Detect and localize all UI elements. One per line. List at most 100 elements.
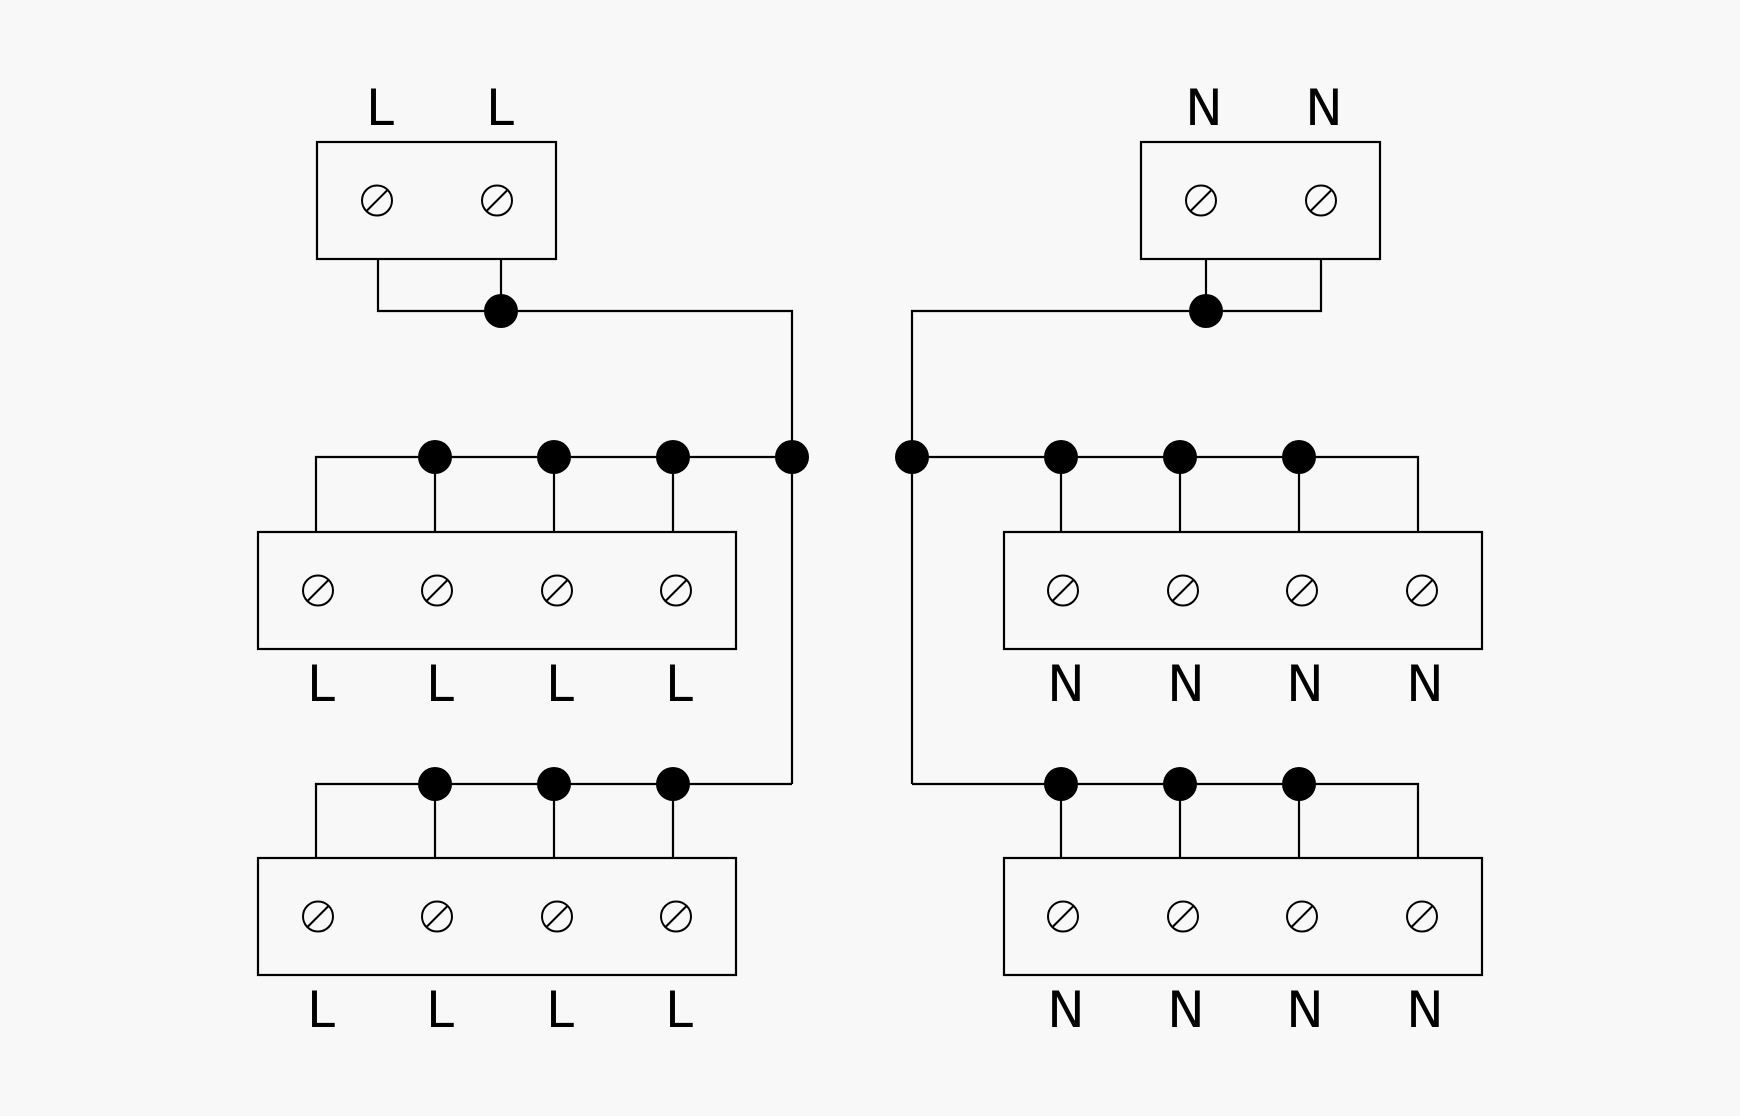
terminal-screw-icon [1047,900,1079,933]
terminal-label: L [307,655,335,713]
line-junction [537,767,571,801]
line-supply-terminal-block [315,140,558,261]
screw-head [302,574,334,607]
line-junction [418,440,452,474]
line-junction [537,440,571,474]
terminal-label: L [486,79,514,137]
terminal-label: N [1167,655,1204,713]
screw-slot [1052,579,1074,602]
terminal-label: N [1305,79,1342,137]
screw-slot [1411,579,1433,602]
terminal-label: L [366,79,394,137]
screw-slot [665,579,687,602]
screw-slot [1291,905,1313,928]
screw-head [481,184,513,217]
terminal-screw-icon [361,184,393,217]
terminal-label: N [1047,655,1084,713]
neutral-distribution-block-2 [1002,856,1484,977]
screw-head [660,900,692,933]
line-main-wire [376,259,794,784]
neutral-junction [1044,440,1078,474]
terminal-screw-icon [1185,184,1217,217]
terminal-screw-icon [1406,574,1438,607]
terminal-screw-icon [1286,900,1318,933]
terminal-screw-icon [302,900,334,933]
terminal-screw-icon [421,900,453,933]
terminal-label: L [665,655,693,713]
screw-head [361,184,393,217]
screw-slot [1411,905,1433,928]
screw-head [1286,900,1318,933]
screw-head [421,900,453,933]
terminal-label: L [546,655,574,713]
neutral-junction [1044,767,1078,801]
terminal-label: N [1047,981,1084,1039]
line-bus-wire-1 [314,455,792,532]
screw-slot [1052,905,1074,928]
screw-head [302,900,334,933]
line-distribution-block-1 [256,530,738,651]
screw-head [1406,574,1438,607]
screw-slot [1291,579,1313,602]
line-supply-junction [484,294,518,328]
terminal-screw-icon [302,574,334,607]
screw-head [541,574,573,607]
screw-head [1047,574,1079,607]
line-distribution-block-2 [256,856,738,977]
terminal-screw-icon [660,574,692,607]
line-bus-wire-2 [314,782,792,858]
screw-slot [665,905,687,928]
terminal-label: N [1286,981,1323,1039]
screw-head [1167,900,1199,933]
screw-slot [486,189,508,212]
neutral-junction [1163,767,1197,801]
screw-head [660,574,692,607]
neutral-bus-wire-2 [912,782,1420,858]
screw-head [1047,900,1079,933]
screw-slot [307,905,329,928]
screw-head [541,900,573,933]
line-junction [656,440,690,474]
screw-slot [1190,189,1212,212]
terminal-screw-icon [541,900,573,933]
terminal-screw-icon [660,900,692,933]
terminal-label: L [546,981,574,1039]
screw-slot [546,579,568,602]
neutral-distribution-block-1 [1002,530,1484,651]
screw-head [1406,900,1438,933]
screw-slot [307,579,329,602]
screw-slot [366,189,388,212]
terminal-label: N [1406,655,1443,713]
neutral-junction [1282,440,1316,474]
terminal-label: L [426,981,454,1039]
terminal-screw-icon [481,184,513,217]
terminal-screw-icon [1305,184,1337,217]
terminal-screw-icon [1167,574,1199,607]
screw-head [1305,184,1337,217]
screw-slot [546,905,568,928]
screw-slot [1310,189,1332,212]
neutral-supply-terminal-block [1139,140,1382,261]
terminal-label: N [1185,79,1222,137]
terminal-label: N [1167,981,1204,1039]
screw-slot [1172,579,1194,602]
terminal-screw-icon [1047,574,1079,607]
screw-slot [1172,905,1194,928]
terminal-screw-icon [1406,900,1438,933]
neutral-junction [1163,440,1197,474]
terminal-label: N [1286,655,1323,713]
neutral-junction [895,440,929,474]
screw-slot [426,579,448,602]
line-junction [418,767,452,801]
terminal-label: L [426,655,454,713]
screw-head [1167,574,1199,607]
terminal-label: L [665,981,693,1039]
screw-head [1185,184,1217,217]
screw-head [421,574,453,607]
neutral-bus-wire-1 [912,455,1420,532]
terminal-label: L [307,981,335,1039]
terminal-label: N [1406,981,1443,1039]
screw-slot [426,905,448,928]
line-junction [775,440,809,474]
